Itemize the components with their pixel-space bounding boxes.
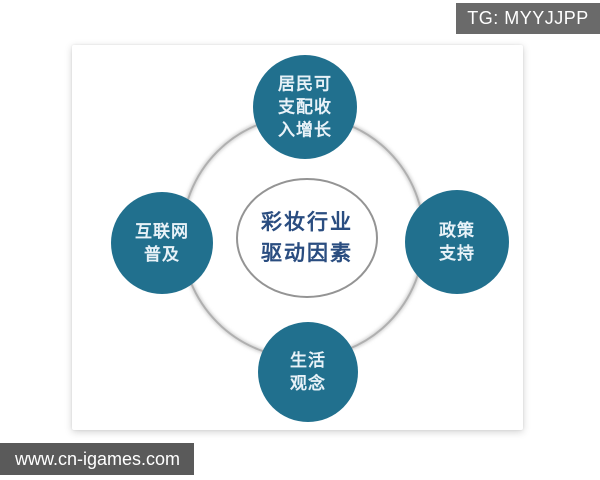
node-circle-bottom <box>258 322 358 422</box>
node-label-top: 居民可 支配收 入增长 <box>278 74 332 140</box>
watermark-telegram-badge: TG: MYYJJPP <box>456 3 600 34</box>
node-circle-top <box>253 55 357 159</box>
center-label: 彩妆行业 驱动因素 <box>261 210 353 265</box>
diagram-card: 居民可 支配收 入增长 政策 支持 生活 观念 互联网 普及 彩妆行业 驱动因素 <box>72 45 523 430</box>
watermark-site-url: www.cn-igames.com <box>0 443 194 475</box>
center-circle <box>236 178 378 298</box>
node-label-left: 互联网 普及 <box>135 222 189 264</box>
node-circle-right <box>405 190 509 294</box>
node-label-bottom: 生活 观念 <box>290 351 326 393</box>
node-circle-left <box>111 192 213 294</box>
diagram-canvas <box>111 55 509 422</box>
node-label-right: 政策 支持 <box>439 221 475 263</box>
